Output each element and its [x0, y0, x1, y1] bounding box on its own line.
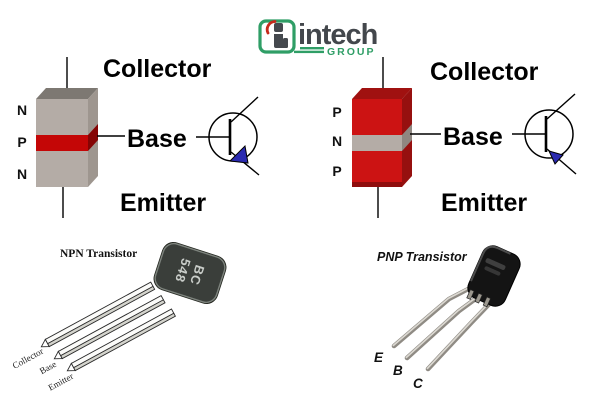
npn-marking-line2: 548	[172, 257, 194, 285]
pnp-layer-n-mid: N	[332, 133, 342, 149]
npn-layer-n-top: N	[17, 102, 27, 118]
npn-lead-base	[53, 294, 166, 360]
npn-block	[36, 88, 98, 187]
pnp-collector-label: Collector	[430, 58, 539, 86]
npn-emitter-label: Emitter	[120, 189, 206, 217]
pnp-pin-label-e: E	[374, 350, 384, 365]
logo-line-bottom	[294, 50, 324, 54]
npn-junction-diagram: N P N Collector Base Emitter	[17, 55, 260, 218]
lead-tip	[66, 362, 76, 372]
npn-layer-n-bot: N	[17, 166, 27, 182]
pnp-symbol	[524, 93, 577, 175]
pnp-symbol-collector-line	[546, 93, 576, 120]
npn-base-label: Base	[127, 125, 187, 153]
logo-red-arc-icon	[265, 20, 277, 35]
npn-p-band-side	[88, 124, 98, 151]
pnp-package-title: PNP Transistor	[377, 250, 468, 264]
pnp-emitter-label: Emitter	[441, 189, 527, 217]
intech-logo: intech GROUP	[258, 19, 378, 58]
npn-lead-emitter	[66, 308, 177, 372]
pnp-symbol-circle	[524, 109, 574, 159]
pnp-block	[352, 88, 412, 187]
pnp-wire-e-highlight	[392, 283, 477, 347]
pnp-package-body	[466, 245, 521, 308]
body-marking-smudge-2	[484, 266, 501, 276]
pnp-junction-diagram: P N P Collector Base Emitter	[332, 57, 577, 218]
npn-collector-label: Collector	[103, 55, 212, 83]
npn-package-leads	[40, 281, 177, 372]
body-marking-smudge-1	[485, 258, 506, 270]
body-highlight-edge	[154, 242, 226, 304]
logo-i-arm	[283, 38, 288, 48]
pnp-symbol-arrow	[548, 150, 564, 165]
pnp-n-band-side	[402, 124, 412, 151]
logo-square-icon	[258, 19, 296, 54]
pnp-block-bottom-shade	[352, 182, 402, 187]
npn-package-title: NPN Transistor	[60, 248, 137, 260]
pnp-pin-label-c: C	[413, 376, 423, 391]
pnp-layer-p-top: P	[332, 104, 341, 120]
pnp-block-top-face	[352, 88, 412, 99]
logo-brand-text: intech	[298, 19, 377, 51]
body-highlight-edge	[470, 245, 511, 282]
pnp-layer-p-bot: P	[332, 163, 341, 179]
logo-i-dot	[274, 23, 283, 32]
body-marking: BC 548	[172, 257, 208, 288]
pnp-package-figure: PNP Transistor E B C	[374, 245, 521, 391]
npn-marking-line1: BC	[187, 263, 208, 287]
logo-i-icon	[274, 23, 288, 48]
npn-lead-collector	[40, 281, 156, 348]
lead-tip	[40, 338, 50, 348]
pnp-wire-e	[391, 282, 479, 349]
npn-pin-label-emitter: Emitter	[46, 371, 74, 393]
npn-package-figure: NPN Transistor	[11, 241, 227, 393]
npn-block-top-face	[36, 88, 98, 99]
npn-symbol-arrow	[228, 144, 249, 164]
npn-package-body: BC 548	[153, 241, 227, 305]
lead-stub-3	[482, 296, 491, 308]
npn-pin-label-base: Base	[38, 359, 58, 376]
logo-group-text: GROUP	[327, 46, 376, 58]
logo-i-stem	[274, 34, 283, 45]
pnp-pin-label-b: B	[393, 363, 403, 378]
logo-line-top	[300, 47, 324, 50]
npn-layer-p-mid: P	[17, 134, 26, 150]
lead-stub-1	[466, 289, 475, 300]
npn-symbol	[208, 96, 260, 176]
npn-p-band-front	[36, 135, 88, 151]
lead-tip	[53, 350, 63, 360]
body-face	[155, 243, 225, 303]
pnp-base-label: Base	[443, 123, 503, 151]
lead-stub-2	[474, 292, 483, 304]
npn-symbol-collector-line	[230, 96, 259, 123]
pnp-n-band-front	[352, 135, 402, 151]
